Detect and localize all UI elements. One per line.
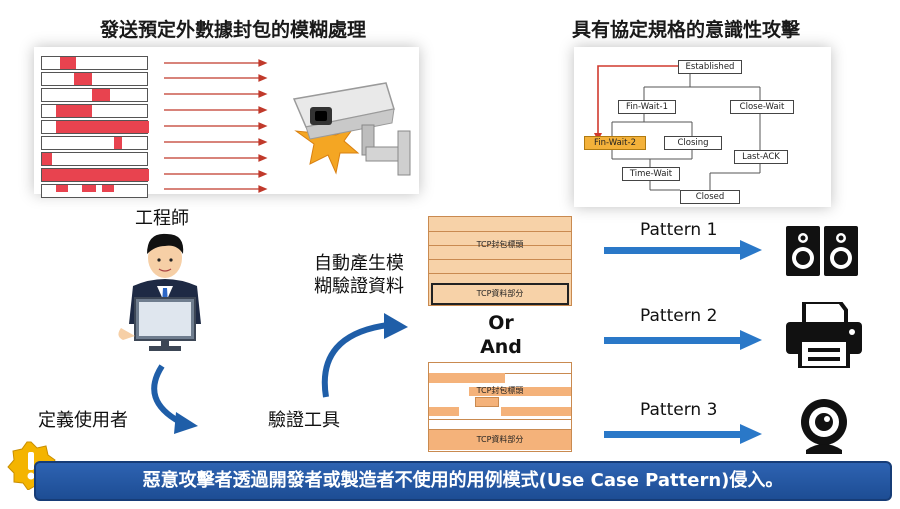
engineer-label: 工程師 bbox=[135, 208, 189, 229]
fuzz-arrows bbox=[164, 59, 268, 193]
state-closed: Closed bbox=[680, 190, 740, 204]
packet-1-header-label: TCP封包標頭 bbox=[476, 240, 524, 249]
security-camera-icon bbox=[292, 82, 411, 176]
state-close-wait: Close-Wait bbox=[730, 100, 794, 114]
state-fin-wait-1: Fin-Wait-1 bbox=[618, 100, 676, 114]
define-user-label: 定義使用者 bbox=[38, 410, 128, 431]
right-title: 具有協定規格的意識性攻擊 bbox=[572, 19, 801, 41]
warning-banner-text: 惡意攻擊者透過開發者或製造者不使用的用例模式(Use Case Pattern)… bbox=[142, 470, 784, 491]
printer-icon bbox=[786, 302, 862, 368]
state-closing: Closing bbox=[664, 136, 722, 150]
pattern-3-label: Pattern 3 bbox=[640, 400, 718, 420]
and-connector: And bbox=[480, 336, 522, 358]
state-transitions bbox=[594, 65, 761, 191]
fuzzing-panel bbox=[34, 47, 419, 198]
packet-1-data-label: TCP資料部分 bbox=[476, 289, 524, 298]
tcp-packet-2: TCP封包標頭 TCP資料部分 bbox=[428, 362, 572, 452]
auto-generate-label-line1: 自動產生模 bbox=[314, 253, 404, 274]
packet-stack bbox=[41, 56, 149, 198]
verify-tool-curved-arrow bbox=[321, 313, 408, 398]
pattern-3-arrow bbox=[604, 424, 762, 444]
pattern-2-label: Pattern 2 bbox=[640, 306, 718, 326]
packet-2-data-box bbox=[429, 429, 571, 450]
webcam-icon bbox=[801, 399, 847, 454]
auto-generate-label-line2: 糊驗證資料 bbox=[314, 276, 404, 297]
packet-2-header-label: TCP封包標頭 bbox=[476, 386, 524, 395]
speaker-icon bbox=[786, 226, 858, 276]
pattern-1-arrow bbox=[604, 240, 762, 260]
engineer-figure-icon bbox=[118, 233, 201, 351]
pattern-2-arrow bbox=[604, 330, 762, 350]
state-machine-panel: Established Fin-Wait-1 Close-Wait Fin-Wa… bbox=[574, 47, 831, 207]
or-connector: Or bbox=[488, 312, 514, 334]
verify-tool-label: 驗證工具 bbox=[268, 410, 340, 431]
warning-banner: 惡意攻擊者透過開發者或製造者不使用的用例模式(Use Case Pattern)… bbox=[34, 461, 892, 501]
state-last-ack: Last-ACK bbox=[734, 150, 788, 164]
state-fin-wait-2: Fin-Wait-2 bbox=[584, 136, 646, 150]
state-time-wait: Time-Wait bbox=[622, 167, 680, 181]
define-user-curved-arrow bbox=[151, 364, 198, 434]
packet-1-data-box bbox=[431, 283, 569, 305]
left-title: 發送預定外數據封包的模糊處理 bbox=[100, 19, 367, 41]
state-established: Established bbox=[678, 60, 742, 74]
packet-2-data-label: TCP資料部分 bbox=[476, 435, 524, 444]
tcp-packet-1: TCP封包標頭 TCP資料部分 bbox=[428, 216, 572, 306]
pattern-1-label: Pattern 1 bbox=[640, 220, 718, 240]
